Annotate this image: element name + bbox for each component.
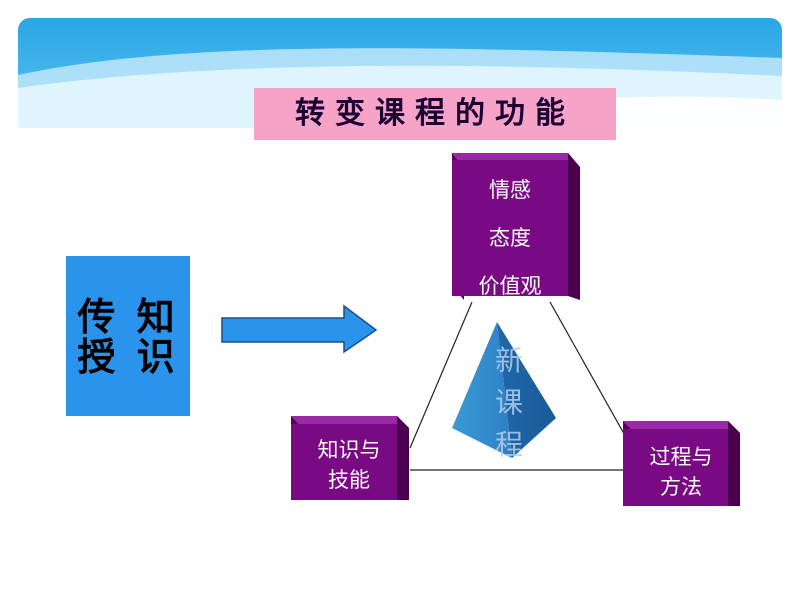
left-panel bbox=[66, 256, 190, 416]
right-arrow bbox=[221, 304, 378, 354]
page-title: 转变课程的功能 bbox=[295, 96, 575, 131]
top-box-label: 情感 态度 价值观 bbox=[478, 178, 542, 298]
title-box bbox=[254, 88, 616, 140]
right-box-label: 过程与 方法 bbox=[649, 445, 713, 499]
top-box bbox=[452, 153, 580, 300]
left-box-label: 知识与 技能 bbox=[317, 438, 381, 492]
triangle-lines bbox=[409, 301, 633, 471]
right-box bbox=[623, 421, 740, 506]
center-label: 新 课 程 bbox=[494, 344, 523, 461]
center-pyramid bbox=[452, 322, 556, 458]
left-box bbox=[291, 416, 409, 500]
left-panel-label: 传 知 授 识 bbox=[77, 295, 179, 379]
